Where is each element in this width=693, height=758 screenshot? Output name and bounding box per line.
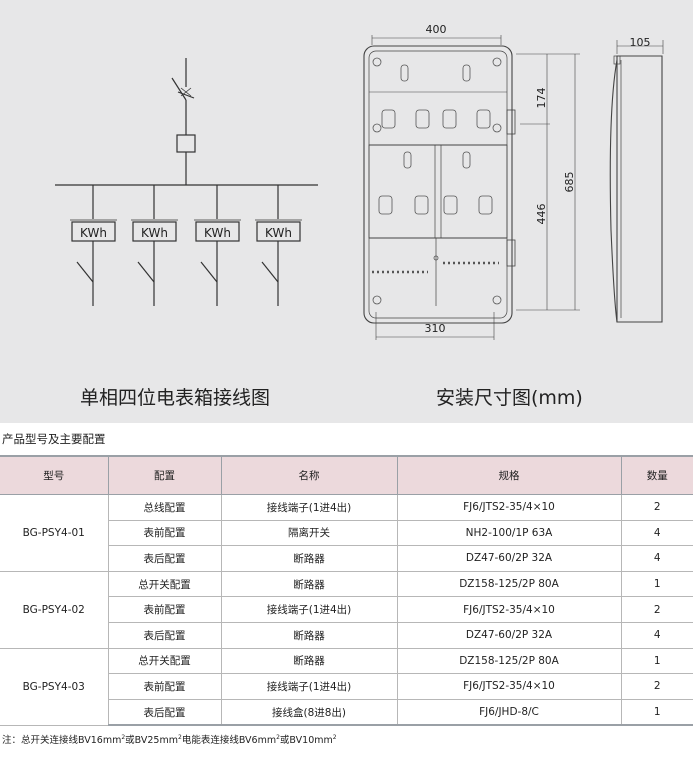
- quantity-cell: 4: [620, 545, 693, 572]
- name-cell: 接线盒(8进8出): [220, 698, 398, 727]
- footnote-text: 电能表连接线BV6mm: [181, 735, 277, 746]
- config-cell: 表前配置: [107, 673, 222, 700]
- spec-cell: DZ158-125/2P 80A: [396, 647, 622, 675]
- footnote-superscript: 2: [276, 733, 280, 741]
- spec-cell: FJ6/JHD-8/C: [396, 698, 622, 727]
- front-view-drawing: [363, 35, 580, 340]
- name-cell: 断路器: [220, 621, 398, 649]
- side-view-drawing: [609, 40, 664, 323]
- config-cell: 总开关配置: [107, 647, 222, 675]
- config-cell: 表前配置: [107, 519, 222, 547]
- wiring-diagram: [55, 58, 318, 306]
- header-spec: 规格: [396, 455, 622, 495]
- header-config: 配置: [107, 455, 222, 495]
- dimension-height-label: 685: [563, 172, 576, 193]
- spec-cell: FJ6/JTS2-35/4×10: [396, 494, 622, 521]
- spec-cell: FJ6/JTS2-35/4×10: [396, 596, 622, 623]
- table-row: 表后配置 断路器 DZ47-60/2P 32A 4: [0, 545, 693, 572]
- meter-label: KWh: [80, 226, 107, 240]
- table-row: BG-PSY4-01 总线配置 接线端子(1进4出) FJ6/JTS2-35/4…: [0, 494, 693, 572]
- quantity-cell: 4: [620, 519, 693, 547]
- quantity-cell: 1: [620, 698, 693, 727]
- config-cell: 总开关配置: [107, 570, 222, 598]
- table-row: BG-PSY4-02 总开关配置 断路器 DZ158-125/2P 80A 1: [0, 570, 693, 649]
- table-row: BG-PSY4-03 总开关配置 断路器 DZ158-125/2P 80A 1: [0, 647, 693, 726]
- name-cell: 断路器: [220, 647, 398, 675]
- front-view-components: [372, 57, 502, 305]
- config-cell: 表后配置: [107, 545, 222, 572]
- dimension-lower-label: 446: [535, 204, 548, 225]
- model-cell: BG-PSY4-02: [0, 570, 109, 649]
- wiring-diagram-caption: 单相四位电表箱接线图: [80, 387, 271, 409]
- config-cell: 表前配置: [107, 596, 222, 623]
- diagram-panel: KWh KWh KWh KWh: [0, 0, 693, 423]
- table-row: 表前配置 接线端子(1进4出) FJ6/JTS2-35/4×10 2: [0, 596, 693, 623]
- footnote-text: 或BV25mm: [125, 735, 178, 746]
- diagram-drawings: KWh KWh KWh KWh: [55, 23, 664, 340]
- model-cell: BG-PSY4-03: [0, 647, 109, 726]
- name-cell: 接线端子(1进4出): [220, 494, 398, 521]
- header-quantity: 数量: [620, 455, 693, 495]
- table-row: 表前配置 接线端子(1进4出) FJ6/JTS2-35/4×10 2: [0, 673, 693, 700]
- spec-table: 型号 配置 名称 规格 数量 BG-PSY4-01 总线配置 接线端子(1进4出…: [0, 455, 693, 727]
- dimension-depth-label: 105: [630, 36, 651, 49]
- header-name: 名称: [220, 455, 398, 495]
- spec-cell: DZ47-60/2P 32A: [396, 545, 622, 572]
- install-diagram-caption: 安装尺寸图(mm): [436, 387, 583, 409]
- meter-label: KWh: [141, 226, 168, 240]
- footnote-text: 或BV10mm: [279, 735, 333, 746]
- config-cell: 表后配置: [107, 621, 222, 649]
- name-cell: 断路器: [220, 545, 398, 572]
- quantity-cell: 1: [620, 570, 693, 598]
- config-cell: 总线配置: [107, 494, 222, 521]
- dimension-width-label: 400: [426, 23, 447, 36]
- spec-cell: FJ6/JTS2-35/4×10: [396, 673, 622, 700]
- spec-cell: DZ47-60/2P 32A: [396, 621, 622, 649]
- section-title: 产品型号及主要配置: [2, 432, 106, 446]
- name-cell: 接线端子(1进4出): [220, 673, 398, 700]
- footnote-superscript: 2: [121, 733, 126, 741]
- quantity-cell: 2: [620, 494, 693, 521]
- footnote: 注：总开关连接线BV16mm2或BV25mm2电能表连接线BV6mm2或BV10…: [2, 732, 337, 746]
- table-row: 表后配置 接线盒(8进8出) FJ6/JHD-8/C 1: [0, 698, 693, 727]
- dimension-mount-label: 310: [425, 322, 446, 335]
- name-cell: 隔离开关: [220, 519, 398, 547]
- table-header-row: 型号 配置 名称 规格 数量: [0, 455, 693, 495]
- footnote-superscript: 2: [332, 733, 337, 741]
- meter-label: KWh: [204, 226, 231, 240]
- quantity-cell: 2: [620, 673, 693, 700]
- spec-cell: DZ158-125/2P 80A: [396, 570, 622, 598]
- quantity-cell: 4: [620, 621, 693, 649]
- quantity-cell: 1: [620, 647, 693, 675]
- header-model: 型号: [0, 455, 109, 495]
- dimension-upper-label: 174: [535, 88, 548, 109]
- spec-cell: NH2-100/1P 63A: [396, 519, 622, 547]
- config-cell: 表后配置: [107, 698, 222, 727]
- footnote-superscript: 2: [177, 733, 182, 741]
- model-cell: BG-PSY4-01: [0, 494, 109, 572]
- name-cell: 断路器: [220, 570, 398, 598]
- meter-label: KWh: [265, 226, 292, 240]
- name-cell: 接线端子(1进4出): [220, 596, 398, 623]
- quantity-cell: 2: [620, 596, 693, 623]
- footnote-text: 注：总开关连接线BV16mm: [2, 735, 122, 746]
